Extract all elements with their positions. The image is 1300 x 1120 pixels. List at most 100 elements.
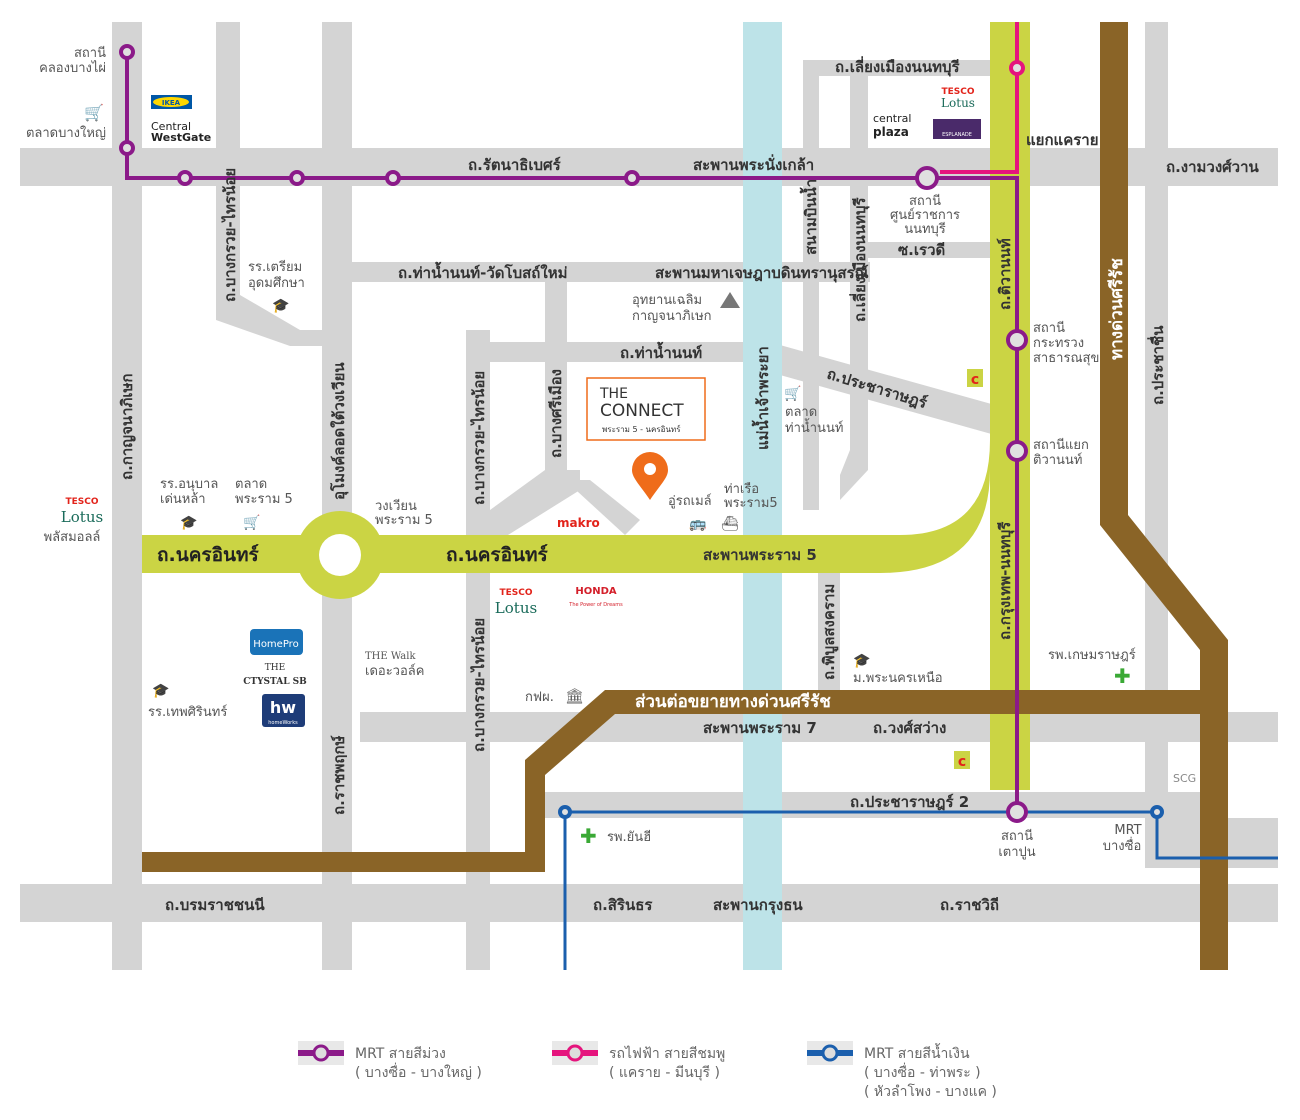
makro-logo: makro: [557, 516, 600, 530]
place-label: ตลาดบางใหญ่: [26, 125, 106, 141]
station-label: ศูนย์ราชการ: [890, 207, 960, 223]
stations-part: [385, 170, 401, 186]
station-label: สถานี: [909, 193, 941, 209]
homepro-logo: [250, 629, 303, 655]
road-network-part: [20, 148, 1278, 186]
legend-item-pink-part: รถไฟฟ้า สายสีชมพู: [609, 1045, 725, 1062]
school-icon: 🎓: [152, 683, 169, 699]
the-connect-project-box-part: CONNECT: [600, 401, 684, 421]
road-label: ถ.นครอินทร์: [157, 544, 260, 566]
homeworks-wordmark: homeWorks: [268, 720, 298, 726]
place-label: พระราม 5: [375, 513, 433, 528]
location-pin-icon: [632, 452, 668, 500]
station-label: สาธารณสุข: [1033, 351, 1099, 366]
place-label: กฟผ.: [525, 690, 554, 705]
purple-line-part: [125, 52, 1019, 812]
hospital-label: รพ.ยันฮี: [607, 829, 651, 845]
mall-label: WestGate: [151, 131, 211, 144]
road-network-part: [216, 22, 240, 302]
mall-label: Central: [151, 120, 191, 133]
place-label: อู่รถเมล์: [668, 493, 712, 509]
place-labels-part: c: [971, 372, 979, 388]
homeworks-logo: [262, 694, 305, 727]
expressways: [142, 22, 1228, 970]
place-labels-part: [644, 463, 656, 475]
road-network-part: [360, 712, 1278, 742]
road-label: ถ.ประชาชื่น: [1147, 325, 1167, 405]
legend-item-blue-part: ( บางซื่อ - ท่าพระ ): [864, 1063, 981, 1081]
place-labels-part: [153, 97, 189, 107]
road-label: ถ.ท่าน้ำนนท์: [620, 341, 702, 362]
legend-item-blue-part: [821, 1044, 839, 1062]
road-network-part: [480, 342, 745, 362]
station-label: นนทบุรี: [904, 221, 946, 237]
road-network-part: [840, 450, 868, 500]
purple-line: [125, 52, 1019, 812]
road-label: ถ.กาญจนาภิเษก: [118, 373, 136, 480]
station-label: บางซื่อ: [1103, 837, 1142, 854]
legend-item-pink-part: [566, 1044, 584, 1062]
road-label: สะพานพระราม 7: [703, 719, 817, 737]
river-label: แม่น้ำเจ้าพระยา: [751, 346, 772, 450]
road-label: ถ.บรมราชชนนี: [165, 896, 265, 914]
station-label: คลองบางไผ่: [39, 60, 106, 76]
school-label: รร.อนุบาล: [160, 477, 218, 492]
building-icon: 🏛: [565, 687, 584, 705]
place-label: พระราม5: [724, 496, 778, 511]
cart-icon: 🛒: [784, 385, 801, 402]
crystal-label: THE: [265, 663, 285, 673]
road-network-part: [803, 60, 819, 510]
road-label: ถ.สิรินธร: [593, 896, 653, 914]
school-label: เด่นหล้า: [160, 492, 206, 507]
hospital-cross-icon: ✚: [580, 824, 597, 848]
stations-part: [1006, 440, 1028, 462]
road-network-part: [20, 884, 1278, 922]
place-labels-part: ESPLANADE: [942, 132, 972, 138]
stations-part: [1006, 329, 1028, 351]
stations-part: [119, 140, 135, 156]
road-network-part: [545, 792, 1200, 818]
tesco-logo: TESCO: [65, 497, 98, 507]
market-label: พระราม 5: [235, 492, 293, 507]
place-labels-part: Lotus: [61, 508, 103, 526]
road-label: ถ.ติวานนท์: [996, 238, 1014, 310]
bigc-icon: [967, 369, 983, 387]
place-labels-part: HomePro: [253, 639, 298, 650]
road-label: สะพานพระราม 5: [703, 546, 817, 564]
road-label: สะพานกรุงธน: [713, 896, 803, 915]
road-label: ถ.ราชวิถี: [940, 896, 999, 914]
road-label: สะพานมหาเจษฎาบดินทรานุสรณ์: [655, 264, 869, 283]
road-label: ถ.ราชพฤกษ์: [330, 735, 348, 815]
honda-logo: HONDA: [575, 586, 617, 597]
place-labels-part: Lotus: [495, 599, 537, 617]
bigc-icon: [954, 751, 970, 769]
road-label: สนามบินน้ำ: [799, 179, 820, 255]
the-connect-project-box-part: [586, 377, 706, 441]
station-label: เตาปูน: [998, 845, 1035, 860]
station-label: MRT: [1114, 823, 1141, 838]
bus-icon: 🚌: [689, 516, 707, 532]
school-label: อุดมศึกษา: [248, 276, 305, 291]
road-label: ถ.บางกรวย-ไทรน้อย: [469, 371, 488, 505]
legend-item-blue: MRT สายสีน้ำเงิน ( บางซื่อ - ท่าพระ ) ( …: [807, 1041, 997, 1100]
road-label: อุโมงค์ลอดใต้วงเวียน: [329, 362, 349, 500]
stations: [119, 44, 1164, 823]
cart-icon: 🛒: [243, 514, 260, 531]
hospital-label: รพ.เกษมราษฎร์: [1048, 647, 1136, 663]
station-label: สถานี: [1001, 828, 1033, 844]
the-connect-project-box-part: พระราม 5 - นครอินทร์: [602, 424, 681, 434]
place-labels-part: Lotus: [941, 96, 975, 110]
road-network-part: [818, 570, 840, 700]
legend: MRT สายสีม่วง ( บางซื่อ - บางใหญ่ ) รถไฟ…: [298, 1041, 997, 1100]
stations-part: [558, 805, 572, 819]
school-icon: 🎓: [853, 653, 870, 669]
road-label: ถ.บางศรีเมือง: [547, 369, 565, 458]
the-connect-project-box[interactable]: THE CONNECT พระราม 5 - นครอินทร์: [586, 377, 706, 441]
legend-item-purple-part: [312, 1044, 330, 1062]
station-label: สถานี: [74, 45, 106, 61]
road-label: สะพานพระนั่งเกล้า: [693, 154, 814, 174]
road-network-part: [1145, 22, 1168, 822]
station-label: ติวานนท์: [1033, 452, 1082, 468]
school-label: รร.เทพศิรินทร์: [148, 704, 227, 720]
